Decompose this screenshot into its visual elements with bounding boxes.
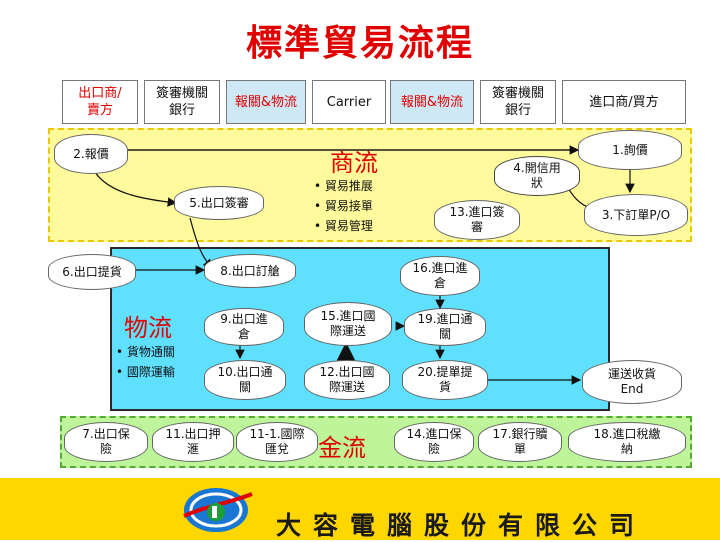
header-customs-logistics-import: 報關&物流 (390, 80, 474, 124)
node-purchase-order: 3.下訂單P/O (584, 194, 688, 236)
header-exporter: 出口商/賣方 (62, 80, 138, 124)
company-name: 大容電腦股份有限公司 (276, 511, 647, 540)
commerce-label: 商流 (330, 149, 378, 177)
finance-label: 金流 (318, 434, 366, 462)
header-customs-logistics-export: 報關&物流 (226, 80, 306, 124)
node-import-inspection: 13.進口簽審 (434, 200, 520, 240)
footer-bar (0, 478, 720, 540)
node-delivery-end: 運送收貨 End (582, 360, 682, 404)
node-export-clearance: 10.出口通關 (204, 360, 286, 400)
node-import-insurance: 14.進口保險 (394, 422, 474, 462)
node-international-exchange: 11-1.國際匯兌 (236, 422, 318, 462)
header-agency-bank-export: 簽審機關銀行 (144, 80, 220, 124)
node-export-booking: 8.出口訂艙 (204, 254, 296, 288)
company-logo-icon (183, 488, 253, 532)
node-export-storage: 9.出口進倉 (204, 308, 284, 346)
header-agency-bank-import: 簽審機關銀行 (480, 80, 556, 124)
node-import-clearance: 19.進口通關 (404, 308, 486, 346)
header-carrier: Carrier (312, 80, 386, 124)
logistics-bullet: 國際運輸 (116, 362, 175, 382)
node-export-insurance: 7.出口保險 (64, 422, 148, 462)
commerce-bullets: 貿易推展 貿易接單 貿易管理 (314, 176, 373, 236)
node-import-duty: 18.進口稅繳納 (568, 422, 686, 462)
commerce-bullet: 貿易管理 (314, 216, 373, 236)
header-importer: 進口商/買方 (562, 80, 686, 124)
logistics-bullet: 貨物通關 (116, 342, 175, 362)
node-export-negotiation: 11.出口押滙 (152, 422, 234, 462)
node-quote: 2.報價 (54, 134, 128, 174)
node-letter-of-credit: 4.開信用狀 (494, 156, 580, 196)
node-export-pickup: 6.出口提貨 (48, 254, 136, 290)
node-inquiry: 1.詢價 (578, 130, 682, 170)
logistics-label: 物流 (124, 314, 172, 342)
arrow-quote-export-inspection (94, 171, 178, 207)
logistics-bullets: 貨物通關 國際運輸 (116, 342, 175, 382)
commerce-bullet: 貿易接單 (314, 196, 373, 216)
node-bank-redemption: 17.銀行贖單 (478, 422, 562, 462)
node-import-storage: 16.進口進倉 (400, 256, 480, 296)
node-export-inspection: 5.出口簽審 (174, 186, 264, 220)
node-export-transport: 12.出口國際運送 (304, 360, 390, 400)
node-bill-pickup: 20.提單提貨 (402, 360, 488, 400)
node-import-transport: 15.進口國際運送 (304, 302, 392, 346)
page-title: 標準貿易流程 (245, 23, 474, 64)
commerce-bullet: 貿易推展 (314, 176, 373, 196)
